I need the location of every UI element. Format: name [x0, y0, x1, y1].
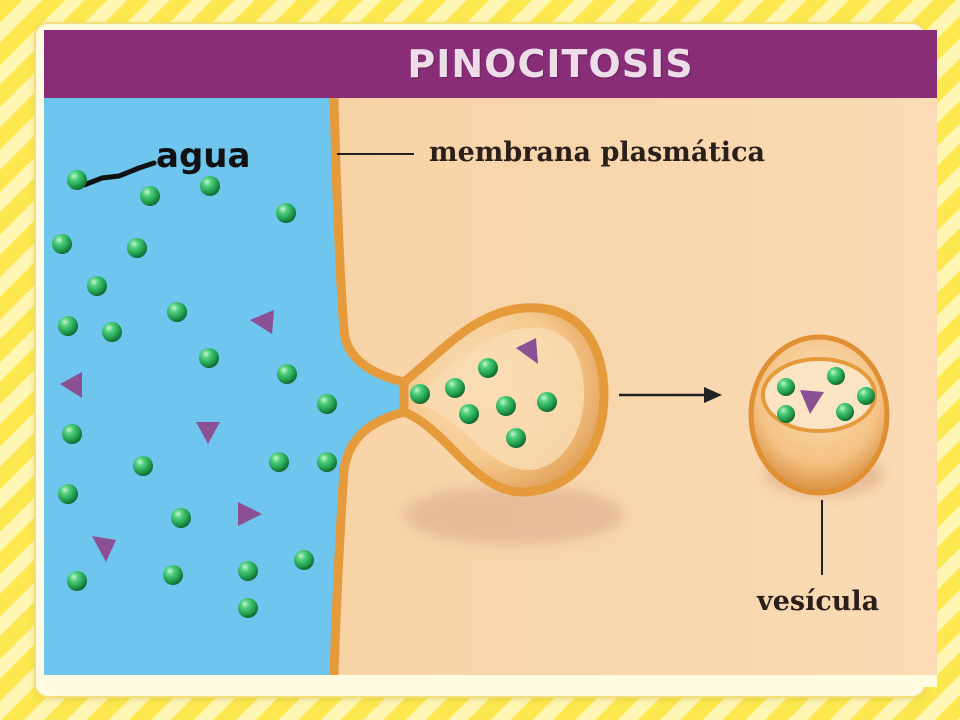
green-sphere-icon: [277, 364, 297, 384]
green-sphere-icon: [67, 170, 87, 190]
green-sphere-icon: [537, 392, 557, 412]
title-bar: PINOCITOSIS: [44, 30, 937, 98]
green-sphere-icon: [294, 550, 314, 570]
green-sphere-icon: [836, 403, 854, 421]
green-sphere-icon: [777, 405, 795, 423]
green-sphere-icon: [238, 598, 258, 618]
green-sphere-icon: [200, 176, 220, 196]
purple-triangle-icon: [92, 536, 116, 562]
diagram-title: PINOCITOSIS: [407, 42, 694, 86]
agua-label: agua: [156, 136, 251, 176]
green-sphere-icon: [777, 378, 795, 396]
green-sphere-icon: [459, 404, 479, 424]
green-sphere-icon: [163, 565, 183, 585]
green-sphere-icon: [317, 452, 337, 472]
water-molecules: [52, 170, 875, 618]
purple-triangle-icon: [516, 338, 538, 364]
card-bottom-edge: [44, 675, 937, 687]
green-sphere-icon: [445, 378, 465, 398]
purple-triangle-icon: [250, 310, 274, 334]
green-sphere-icon: [87, 276, 107, 296]
green-sphere-icon: [127, 238, 147, 258]
green-sphere-icon: [857, 387, 875, 405]
green-sphere-icon: [496, 396, 516, 416]
solute-particles: [60, 310, 824, 562]
agua-pointer: [81, 160, 157, 188]
pinocytosis-diagram: PINOCITOSIS: [44, 30, 937, 675]
green-sphere-icon: [140, 186, 160, 206]
purple-triangle-icon: [60, 372, 82, 398]
green-sphere-icon: [67, 571, 87, 591]
purple-triangle-icon: [238, 502, 262, 526]
green-sphere-icon: [238, 561, 258, 581]
purple-triangle-icon: [196, 422, 220, 444]
green-sphere-icon: [410, 384, 430, 404]
green-sphere-icon: [478, 358, 498, 378]
green-sphere-icon: [317, 394, 337, 414]
vesicle-label: vesícula: [757, 586, 880, 617]
green-sphere-icon: [269, 452, 289, 472]
green-sphere-icon: [167, 302, 187, 322]
plasma-membrane: [329, 98, 409, 675]
green-sphere-icon: [171, 508, 191, 528]
green-sphere-icon: [199, 348, 219, 368]
purple-triangle-icon: [800, 390, 824, 414]
green-sphere-icon: [276, 203, 296, 223]
green-sphere-icon: [506, 428, 526, 448]
scene-illustration: [44, 98, 937, 675]
arrow-right-icon: [619, 387, 722, 403]
green-sphere-icon: [58, 316, 78, 336]
membrane-label: membrana plasmática: [429, 137, 765, 168]
green-sphere-icon: [133, 456, 153, 476]
green-sphere-icon: [827, 367, 845, 385]
invagination-shadow: [404, 485, 624, 545]
green-sphere-icon: [58, 484, 78, 504]
green-sphere-icon: [102, 322, 122, 342]
green-sphere-icon: [62, 424, 82, 444]
green-sphere-icon: [52, 234, 72, 254]
